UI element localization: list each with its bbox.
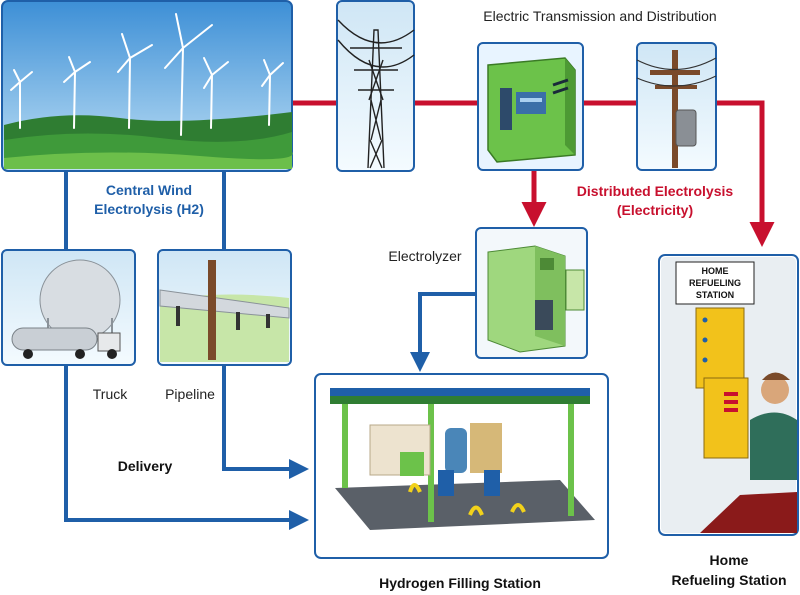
pipeline-label: Pipeline xyxy=(165,386,215,402)
delivery-label: Delivery xyxy=(118,458,173,474)
home-fueling-unit-icon xyxy=(695,307,749,459)
pipeline-icon xyxy=(159,260,290,360)
person-icon xyxy=(750,372,797,480)
electrolyzer-panel xyxy=(475,227,588,359)
filling-station-icon xyxy=(330,388,595,530)
home-sign-line-3: STATION xyxy=(696,290,734,300)
wind-farm-panel xyxy=(1,0,293,172)
pipeline-panel xyxy=(157,249,292,366)
home-station-label-line-2: Refueling Station xyxy=(671,572,786,588)
home-sign-line-1: HOME xyxy=(702,266,729,276)
home-refueling-panel: HOME REFUELING STATION xyxy=(658,254,799,536)
distributed-label-line-2: (Electricity) xyxy=(617,202,693,218)
transformer-panel xyxy=(477,42,584,171)
electrolyzer-label: Electrolyzer xyxy=(388,248,461,264)
tanker-truck-icon xyxy=(11,327,121,359)
transmission-tower-panel xyxy=(336,0,415,172)
home-sign: HOME REFUELING STATION xyxy=(675,261,755,305)
transmission-label: Electric Transmission and Distribution xyxy=(483,8,716,24)
truck-label: Truck xyxy=(93,386,128,402)
transformer-box-icon xyxy=(487,57,576,163)
hydrogen-station-label: Hydrogen Filling Station xyxy=(379,575,541,591)
central-wind-label-line-2: Electrolysis (H2) xyxy=(94,201,204,217)
flow-lines xyxy=(64,100,775,530)
electrolyzer-unit-icon xyxy=(487,245,585,353)
truck-panel xyxy=(1,249,136,366)
wind-turbine-icon xyxy=(10,13,284,136)
home-sign-line-2: REFUELING xyxy=(689,278,741,288)
home-station-label-line-1: Home xyxy=(710,552,749,568)
hydrogen-station-panel xyxy=(314,373,609,559)
utility-pole-icon xyxy=(636,50,717,168)
central-wind-label-line-1: Central Wind xyxy=(106,182,192,198)
utility-pole-panel xyxy=(636,42,717,171)
transmission-tower-icon xyxy=(337,19,415,169)
distributed-label-line-1: Distributed Electrolysis xyxy=(577,183,734,199)
